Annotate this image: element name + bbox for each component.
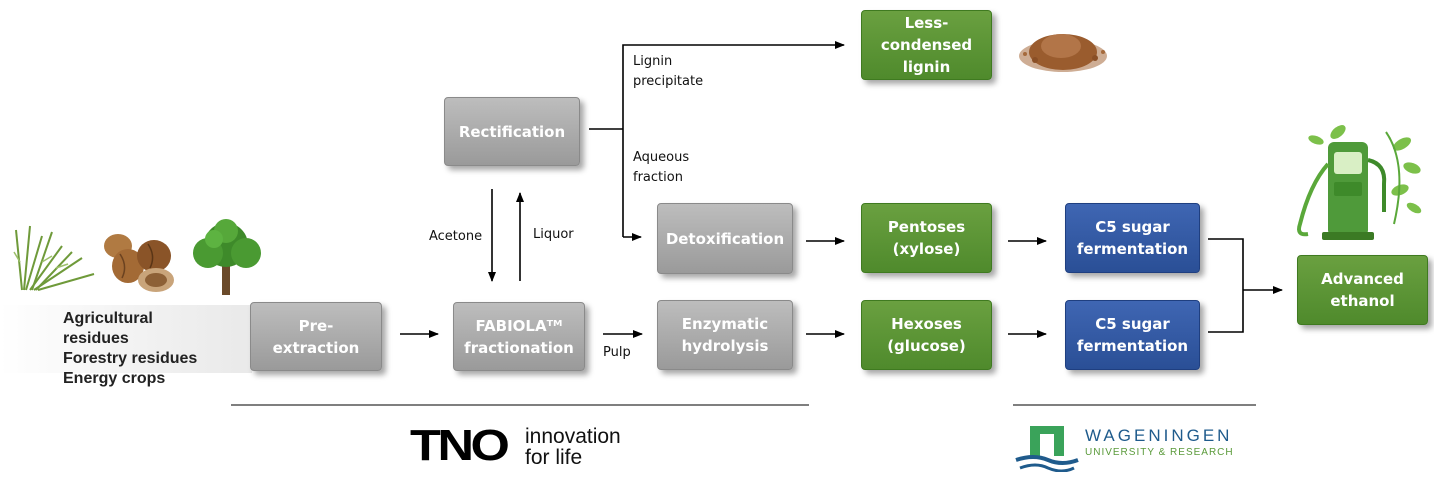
walnut-icon (104, 234, 174, 292)
line-c5-bottom-out (1208, 290, 1244, 333)
grass-icon (13, 225, 95, 291)
wageningen-subtitle: UNIVERSITY & RESEARCH (1085, 447, 1234, 458)
feedstock-line: Forestry residues (63, 350, 198, 367)
tno-tagline-line: innovation (525, 425, 621, 448)
rectification-box: Rectification (444, 97, 580, 166)
tno-tagline-line: for life (525, 446, 583, 469)
tree-icon (193, 219, 261, 295)
pulp-label: Pulp (603, 345, 631, 360)
c5-fermentation-top-box: C5 sugar fermentation (1065, 203, 1200, 273)
wageningen-name: WAGENINGEN (1085, 426, 1233, 445)
advanced-ethanol-box: Advanced ethanol (1297, 255, 1428, 325)
fabiola-fractionation-box: FABIOLAᵀᴹ fractionation (453, 302, 585, 371)
hexoses-box: Hexoses (glucose) (861, 300, 992, 370)
tno-logo: TNO (410, 421, 510, 470)
pre-extraction-box: Pre- extraction (250, 302, 382, 371)
line-c5-top-out (1208, 238, 1244, 290)
acetone-label: Acetone (429, 229, 483, 244)
tno-tagline: innovation for life (525, 426, 621, 468)
aqueous-fraction-label: Aqueous fraction (633, 150, 690, 185)
enzymatic-hydrolysis-box: Enzymatic hydrolysis (657, 300, 793, 370)
feedstock-line: Energy crops (63, 370, 166, 387)
feedstock-line: residues (63, 330, 129, 347)
feedstock-background (0, 305, 252, 373)
liquor-label: Liquor (533, 227, 574, 242)
feedstock-line: Agricultural (63, 310, 153, 327)
c5-fermentation-bottom-box: C5 sugar fermentation (1065, 300, 1200, 370)
feedstock-list: Agricultural residues Forestry residues … (63, 309, 197, 389)
arrow-to-lignin (622, 41, 845, 237)
lignin-powder-icon (1019, 34, 1107, 72)
fuel-pump-icon (1297, 125, 1422, 240)
detoxification-box: Detoxification (657, 203, 793, 274)
wageningen-emblem-icon (1015, 426, 1079, 472)
pentoses-box: Pentoses (xylose) (861, 203, 992, 273)
lignin-precipitate-label: Lignin precipitate (633, 54, 704, 89)
lignin-box: Less- condensed lignin (861, 10, 992, 80)
